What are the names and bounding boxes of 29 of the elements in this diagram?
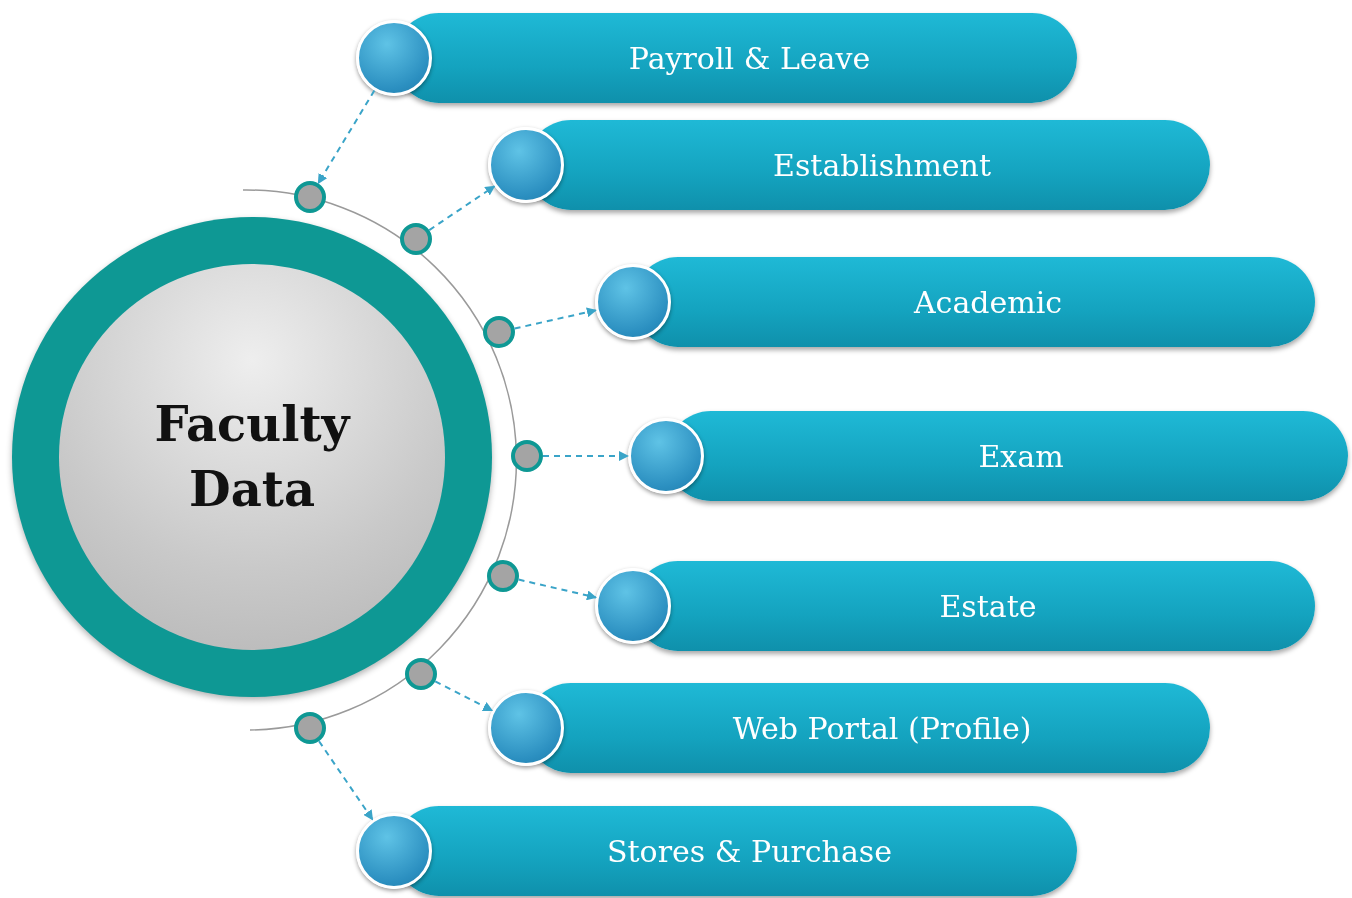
connector-dot <box>294 712 326 744</box>
dashed-arrow <box>434 680 494 712</box>
connector-dot <box>405 658 437 690</box>
dashed-arrow <box>542 451 629 461</box>
dashed-arrow <box>318 740 374 821</box>
pill-banner <box>356 806 1077 896</box>
pill-banner <box>628 411 1348 501</box>
pill-banner <box>356 13 1077 103</box>
pill-banner <box>488 120 1210 210</box>
pill-label: Payroll & Leave <box>627 40 872 76</box>
dashed-arrow <box>317 89 376 185</box>
connector-dot <box>511 440 543 472</box>
pill-label: Estate <box>938 588 1038 624</box>
pill-banner <box>595 257 1315 347</box>
connector-dot <box>487 560 519 592</box>
pill-label: Establishment <box>772 147 992 183</box>
dashed-arrow <box>517 578 597 601</box>
pill-label: Stores & Purchase <box>606 833 893 869</box>
pill-label: Web Portal (Profile) <box>731 710 1033 746</box>
pill-banner <box>595 561 1315 651</box>
dashed-arrow <box>428 185 496 232</box>
dashed-arrow <box>513 307 597 330</box>
connector-dot <box>483 316 515 348</box>
center-title: Faculty Data <box>153 395 352 519</box>
connector-dot <box>400 223 432 255</box>
pill-label: Academic <box>912 284 1064 320</box>
pill-banner <box>488 683 1210 773</box>
pill-label: Exam <box>977 438 1065 474</box>
connector-dot <box>294 181 326 213</box>
